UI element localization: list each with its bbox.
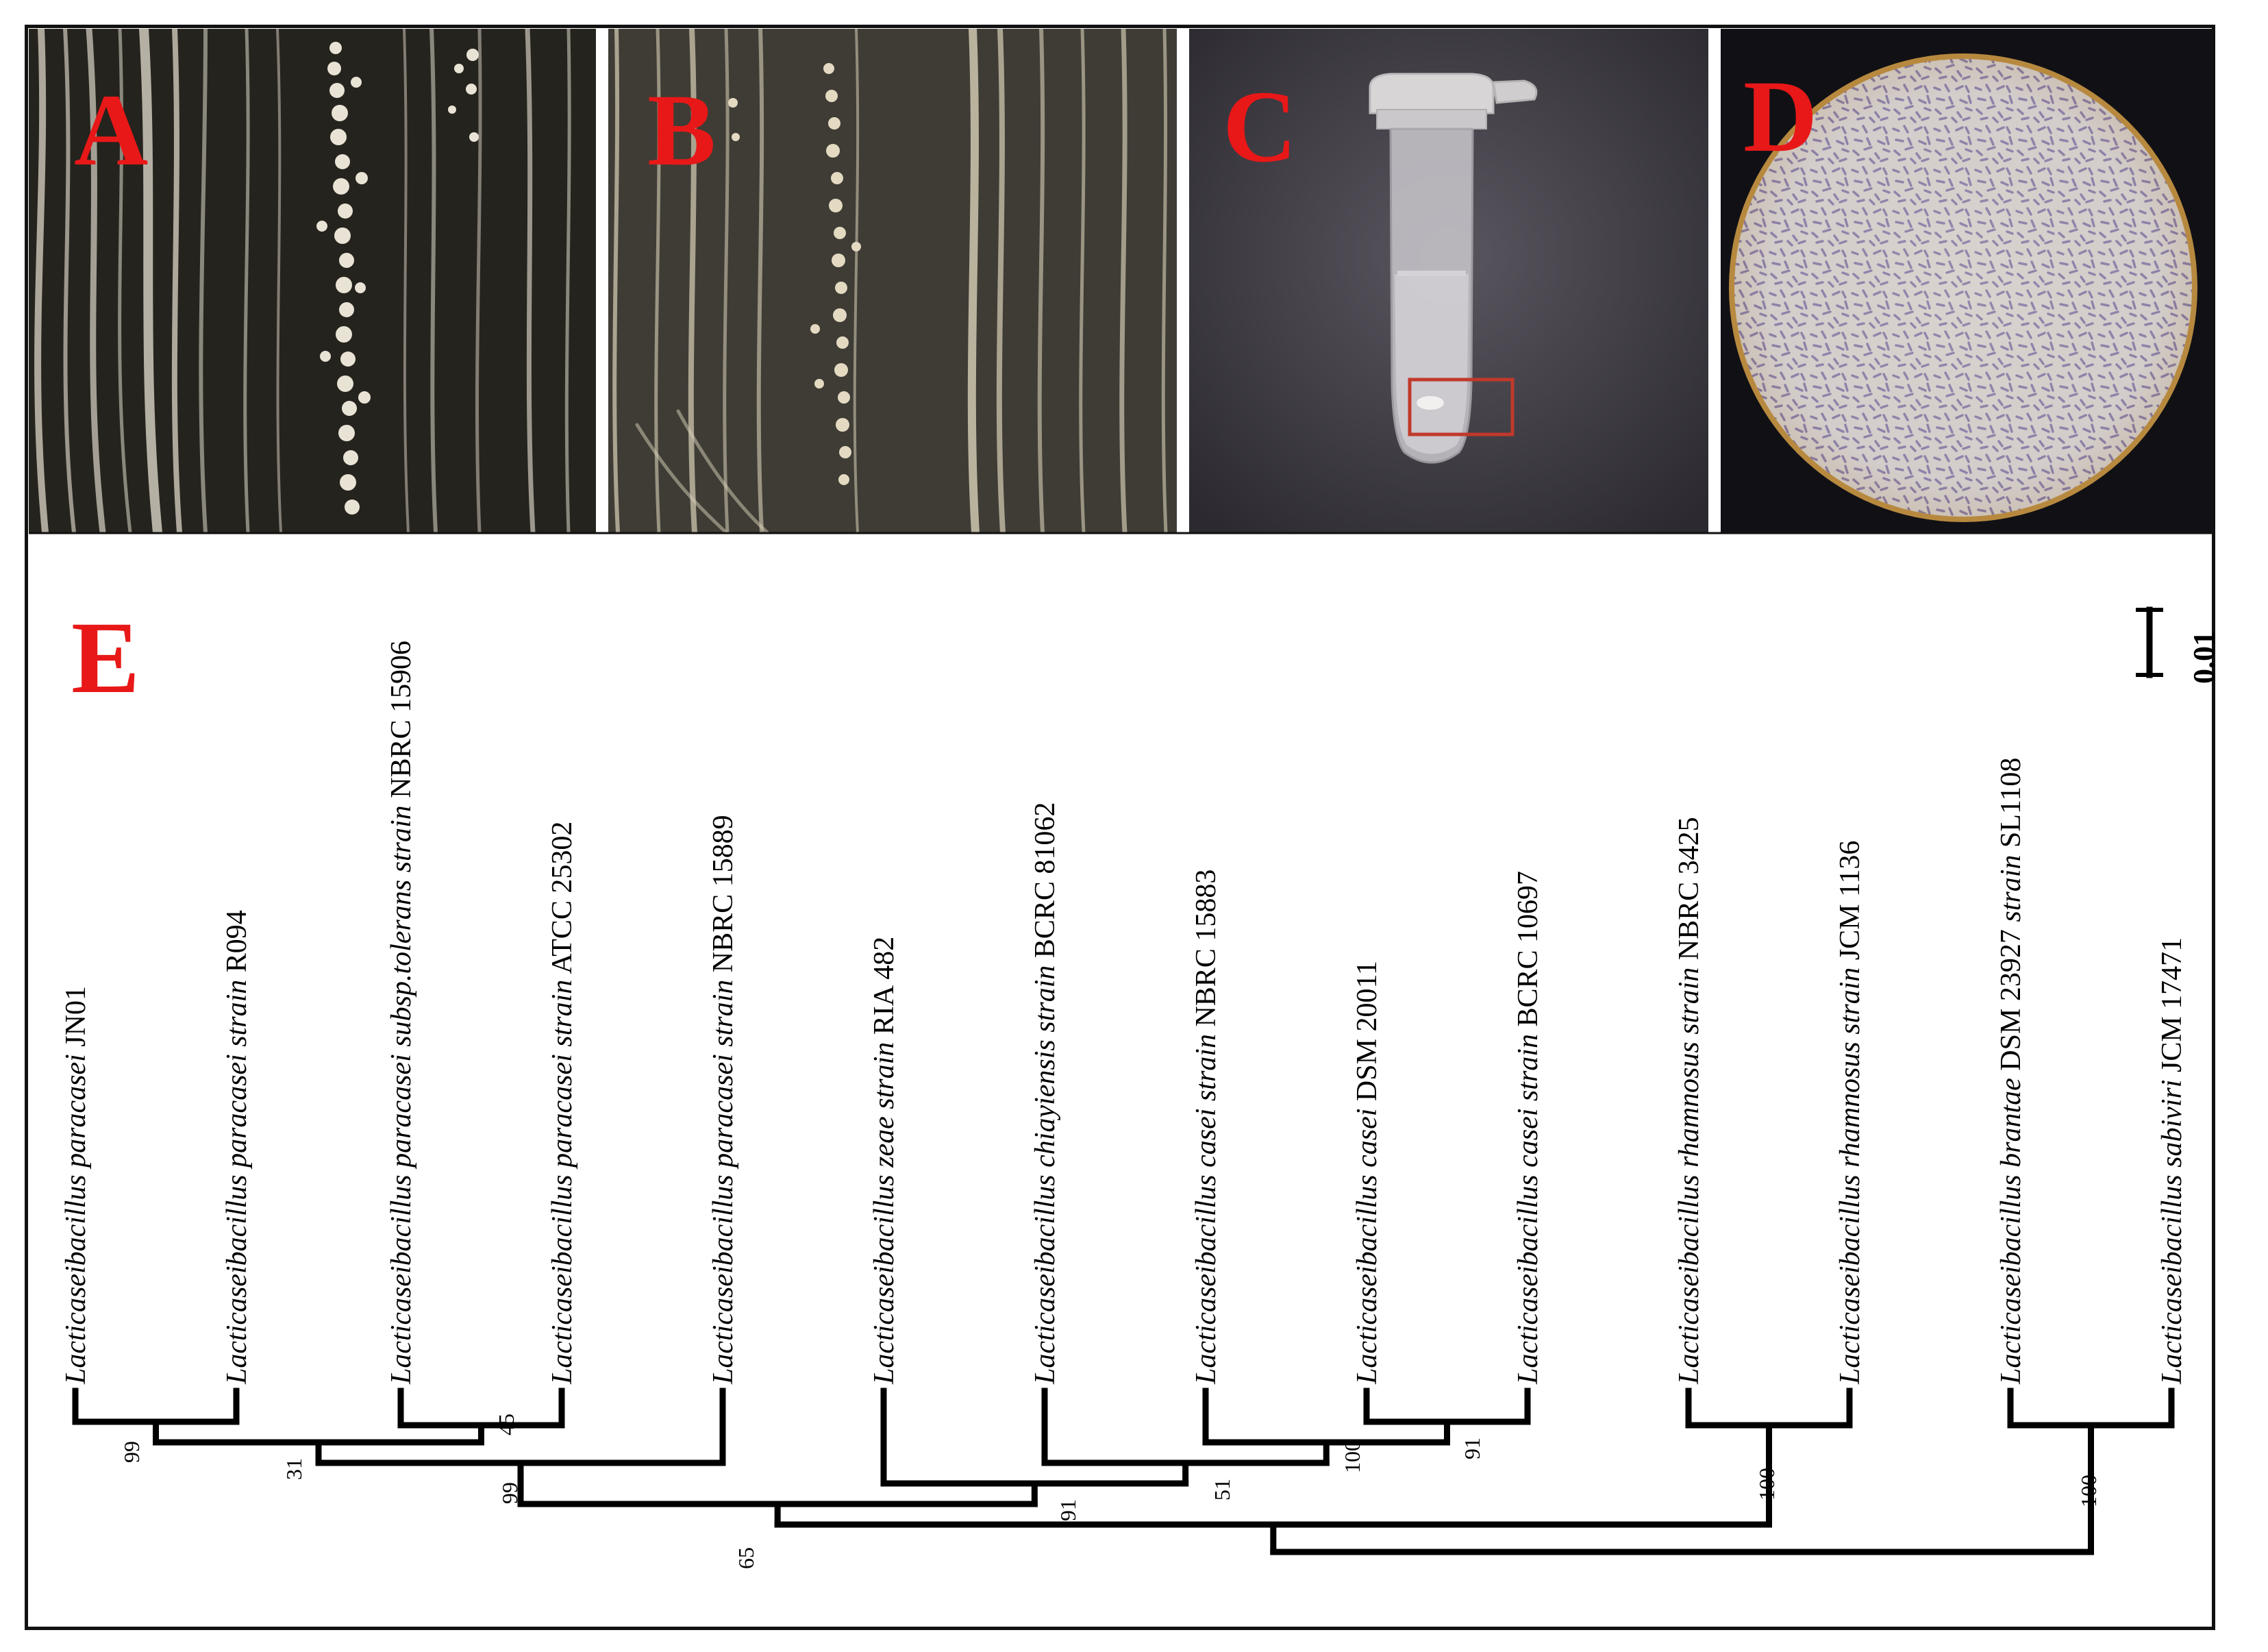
bootstrap-value: 91 bbox=[1460, 1438, 1484, 1459]
bootstrap-value: 100 bbox=[2076, 1475, 2101, 1507]
leaf-label: Lacticaseibacillus paracasei strain R094 bbox=[221, 910, 253, 1385]
leaf-label: Lacticaseibacillus zeae strain RIA 482 bbox=[869, 937, 900, 1385]
scale-bar: 0.01 bbox=[2136, 606, 2221, 684]
leaf-label: Lacticaseibacillus paracasei strain ATCC… bbox=[547, 822, 578, 1385]
leaf-label: Lacticaseibacillus paracasei strain NBRC… bbox=[708, 815, 739, 1385]
panel-d-photo bbox=[1721, 29, 2213, 532]
bootstrap-value: 31 bbox=[282, 1458, 306, 1480]
leaf-label: Lacticaseibacillus paracasei subsp.toler… bbox=[386, 641, 417, 1385]
bootstrap-value: 45 bbox=[494, 1414, 519, 1435]
bootstrap-value-labels: 99 31 45 99 65 91 51 100 91 100 100 bbox=[119, 1414, 2101, 1569]
panel-a-photo bbox=[29, 29, 596, 532]
panel-letter-b: B bbox=[647, 73, 716, 187]
panel-b-photo bbox=[608, 29, 1177, 532]
bootstrap-value: 91 bbox=[1056, 1499, 1080, 1521]
leaf-label: Lacticaseibacillus casei strain NBRC 158… bbox=[1191, 870, 1222, 1385]
leaf-label: Lacticaseibacillus paracasei JN01 bbox=[60, 986, 92, 1385]
bootstrap-value: 99 bbox=[119, 1441, 144, 1463]
figure-frame bbox=[25, 25, 2215, 1630]
leaf-label: Lacticaseibacillus casei DSM 20011 bbox=[1351, 961, 1383, 1385]
panel-letter-a: A bbox=[74, 73, 148, 187]
leaf-label: Lacticaseibacillus sabiviri JCM 17471 bbox=[2156, 937, 2188, 1385]
bootstrap-value: 65 bbox=[734, 1547, 758, 1569]
panel-letter-c: C bbox=[1223, 70, 1297, 184]
panel-letter-d: D bbox=[1743, 60, 1817, 173]
phylogenetic-tree-leaf-labels: Lacticaseibacillus paracasei JN01 Lactica… bbox=[60, 641, 2188, 1385]
phylogenetic-tree-branches bbox=[72, 1388, 2175, 1555]
pellet-highlight-box bbox=[1408, 378, 1515, 436]
leaf-label: Lacticaseibacillus casei strain BCRC 106… bbox=[1512, 871, 1544, 1385]
leaf-label: Lacticaseibacillus chiayiensis strain BC… bbox=[1030, 802, 1061, 1385]
panel-letter-e: E bbox=[71, 601, 140, 715]
panel-c-photo bbox=[1189, 29, 1708, 532]
bootstrap-value: 100 bbox=[1754, 1468, 1779, 1501]
leaf-label: Lacticaseibacillus rhamnosus strain JCM … bbox=[1834, 841, 1866, 1385]
photo-separators bbox=[600, 29, 1717, 532]
scale-bar-label: 0.01 bbox=[2187, 631, 2221, 684]
bootstrap-value: 100 bbox=[1340, 1440, 1364, 1473]
bootstrap-value: 51 bbox=[1210, 1479, 1234, 1501]
leaf-label: Lacticaseibacillus brantae DSM 23927 str… bbox=[1995, 758, 2027, 1385]
leaf-label: Lacticaseibacillus rhamnosus strain NBRC… bbox=[1673, 817, 1705, 1385]
bootstrap-value: 99 bbox=[497, 1482, 522, 1504]
